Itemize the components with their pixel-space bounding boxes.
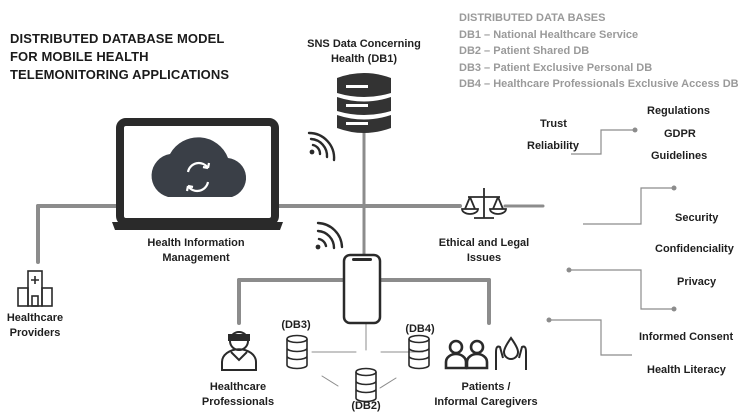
legend-item-db1: DB1 – National Healthcare Service [459,28,639,41]
issue-informed-consent: Informed Consent [639,331,734,343]
bracket-dots [546,127,677,323]
legend-heading: DISTRIBUTED DATA BASES [459,12,606,24]
legend-item-db3: DB3 – Patient Exclusive Personal DB [459,61,653,74]
db3-database-icon [286,334,308,370]
cloud-sync-icon [151,137,247,197]
him-label: Health Information Management [147,237,245,264]
issue-trust: Trust [540,118,567,130]
title-line-3: TELEMONITORING APPLICATIONS [10,67,230,82]
providers-label: Healthcare Providers [6,312,64,339]
issue-health-literacy: Health Literacy [647,364,726,376]
title-line-1: DISTRIBUTED DATABASE MODEL [10,31,225,46]
doctor-icon [221,331,257,371]
bracket-trust-regulations [571,129,635,155]
issue-gdpr: GDPR [664,128,696,140]
issue-reliability: Reliability [527,140,579,152]
bracket-consent [549,319,632,356]
issue-guidelines: Guidelines [651,150,708,162]
title-line-2: FOR MOBILE HEALTH [10,49,149,64]
db2-label: (DB2) [351,400,381,412]
page-title: DISTRIBUTED DATABASE MODEL FOR MOBILE HE… [10,30,229,84]
hospital-icon [17,270,53,307]
ethical-label: Ethical and Legal Issues [438,237,530,264]
bracket-security [583,187,674,225]
sns-label: SNS Data Concerning Health (DB1) [307,38,421,65]
professionals-label: Healthcare Professionals [201,381,275,408]
smartphone-icon [342,253,382,325]
issue-regulations: Regulations [647,105,710,117]
db4-database-icon [408,334,430,370]
patients-icon [444,339,489,370]
scales-icon [461,188,507,219]
issue-security: Security [675,212,719,224]
wifi-signal-icon [307,131,336,162]
bracket-privacy [569,269,674,310]
db2-database-icon [355,367,377,403]
db-diag-links [321,375,397,389]
db4-label: (DB4) [405,323,435,335]
database-icon [337,73,391,133]
db-legend: DISTRIBUTED DATA BASES DB1 – National He… [459,10,738,93]
issue-privacy: Privacy [677,276,717,288]
legend-item-db2: DB2 – Patient Shared DB [459,45,590,57]
issue-brackets [549,129,674,356]
caregiver-hands-icon [495,336,527,370]
db3-label: (DB3) [281,319,311,331]
wifi-signal-icon [315,221,344,250]
legend-item-db4: DB4 – Healthcare Professionals Exclusive… [459,78,738,90]
issue-confidenciality: Confidenciality [655,243,734,255]
patients-label: Patients / Informal Caregivers [434,381,538,408]
